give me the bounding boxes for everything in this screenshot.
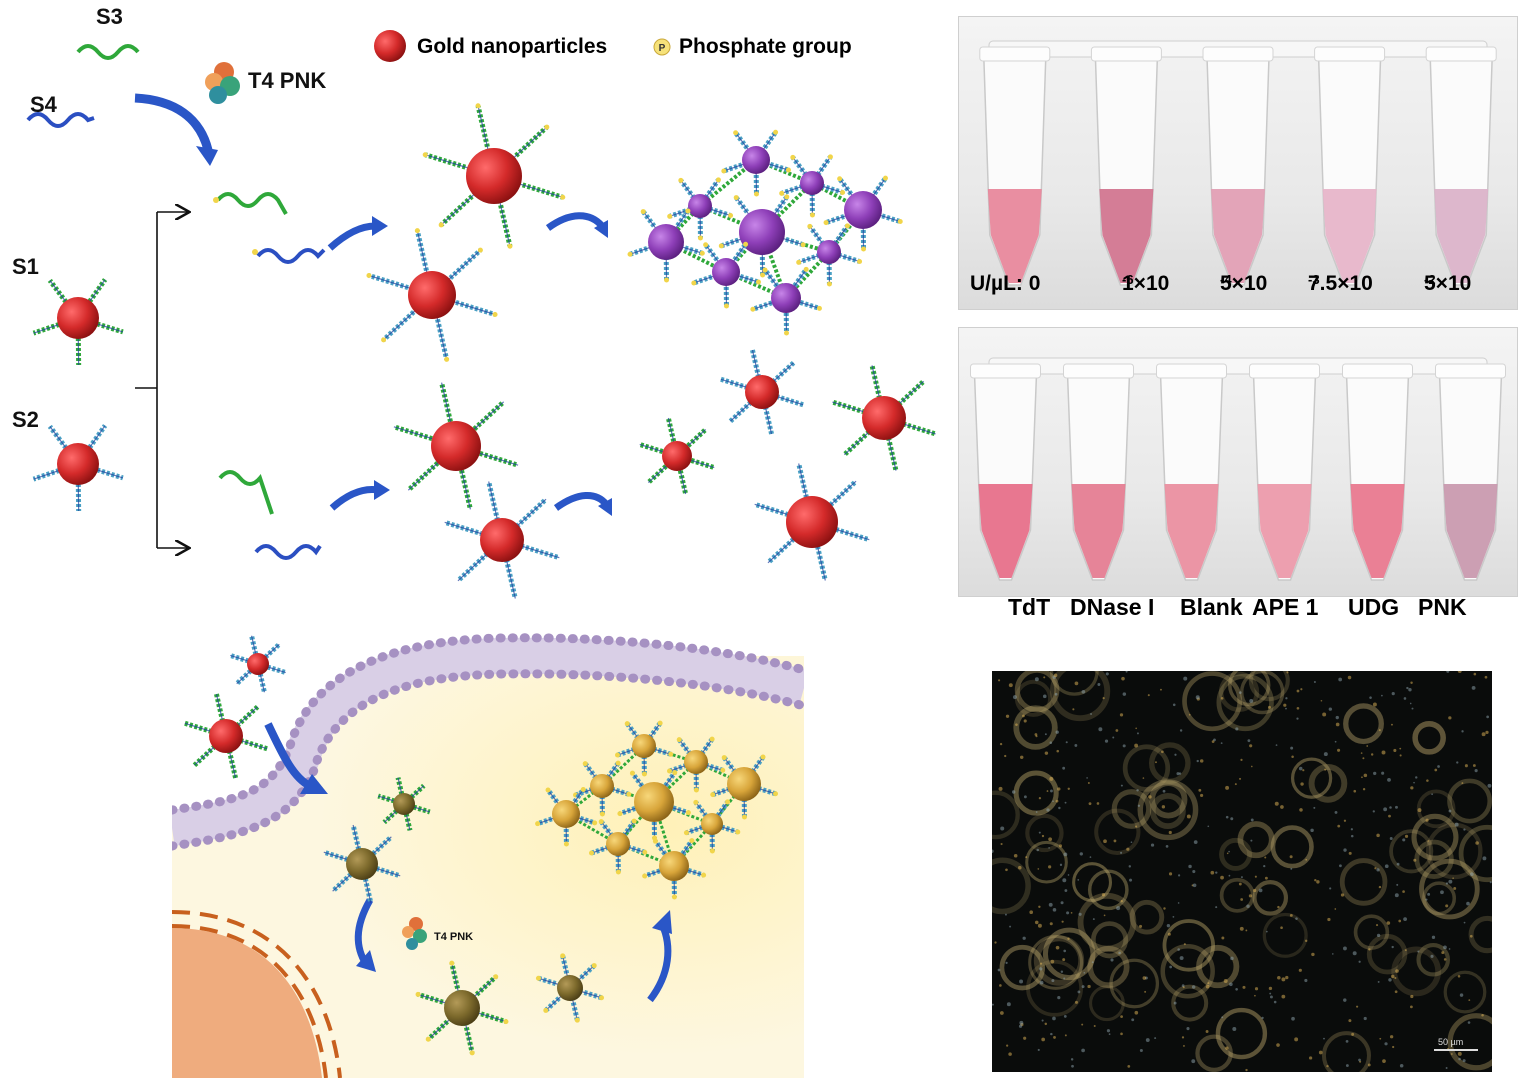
aggregated-np-0 — [721, 129, 791, 197]
s1-nanoparticle — [32, 278, 124, 366]
cell-aggregated-np-4 — [535, 786, 598, 847]
aggregated-np-7 — [691, 241, 761, 309]
t4-pnk-cell-icon — [402, 917, 427, 950]
aggregated-np-5 — [718, 194, 806, 278]
phosphorylated-s1-np — [422, 103, 566, 249]
selectivity-tube-3 — [1249, 363, 1320, 581]
enzyme-reaction-arrow — [134, 93, 213, 152]
cell-aggregated-np-6 — [683, 799, 741, 854]
concentration-labels: U/µL: 0 1×10-6 5×10-4 7.5×10-3 5×10-2 — [958, 270, 1518, 300]
selectivity-tube-4 — [1342, 363, 1413, 581]
unreacted-s1-np — [393, 382, 519, 510]
level-4: 5×10-2 — [1424, 272, 1472, 295]
cell-aggregated-np-7 — [588, 818, 648, 875]
enzyme-label-5: PNK — [1418, 594, 1467, 620]
nucleus — [172, 928, 322, 1078]
dispersed-np-4 — [753, 462, 871, 582]
t4-pnk-label: T4 PNK — [248, 68, 327, 93]
selectivity-tube-0 — [970, 363, 1041, 581]
s4-label: S4 — [30, 92, 57, 117]
legend-phosphate-label: Phosphate group — [679, 35, 852, 58]
legend-phosphate-icon — [653, 38, 671, 56]
unit-label: U/µL: 0 — [970, 272, 1041, 295]
scale-bar — [1434, 1049, 1478, 1051]
intracellular-aggregate — [535, 720, 779, 900]
s2-label: S2 — [12, 407, 39, 432]
enzyme-label-1: DNase I — [1070, 594, 1155, 620]
aggregated-np-4 — [627, 208, 705, 283]
cell-aggregated-np-0 — [614, 720, 674, 777]
aggregated-np-3 — [823, 175, 903, 252]
dispersed-np-2 — [639, 417, 715, 495]
concentration-tube-1 — [1090, 46, 1162, 286]
branch-bracket — [135, 212, 158, 548]
cell-uptake-diagram: T4 PNK — [172, 633, 804, 1078]
concentration-tube-4 — [1425, 46, 1497, 286]
schematic-diagram: P — [26, 30, 937, 600]
cell-membrane — [172, 637, 804, 846]
cell-entering-np-1 — [229, 635, 287, 693]
cell-aggregated-np-8 — [642, 838, 707, 900]
dispersed-np-3 — [831, 364, 937, 472]
t4-pnk-cell-label: T4 PNK — [434, 931, 473, 943]
concentration-tube-2 — [1202, 46, 1274, 286]
dispersed-np-1 — [720, 349, 804, 435]
aggregated-np-6 — [796, 223, 863, 287]
dark-field-micrograph: 50 µm — [992, 671, 1492, 1072]
level-1: 1×10-6 — [1122, 272, 1170, 295]
cell-aggregated-np-3 — [710, 754, 779, 820]
process-arrows — [327, 212, 612, 516]
concentration-tube-photo — [958, 16, 1518, 310]
scale-bar-label: 50 µm — [1438, 1037, 1464, 1047]
concentration-tube-3 — [1314, 46, 1386, 286]
legend-gold-label: Gold nanoparticles — [417, 35, 608, 58]
cell-aggregated-np-5 — [617, 770, 691, 841]
cell-aggregated-np-2 — [666, 736, 726, 793]
enzyme-labels: TdT DNase I Blank APE 1 UDG PNK — [958, 594, 1518, 624]
enzyme-label-3: APE 1 — [1252, 594, 1319, 620]
aggregated-network — [627, 129, 903, 336]
s4-strand — [26, 112, 95, 128]
cell-entering-np-2 — [184, 693, 268, 779]
phosphorylated-s2-np — [366, 228, 498, 362]
s2-nanoparticle — [32, 424, 124, 512]
phosphorylated-cell-np-1 — [415, 960, 509, 1056]
level-3: 7.5×10-3 — [1308, 272, 1373, 295]
aggregated-np-8 — [750, 266, 822, 336]
enzyme-label-2: Blank — [1180, 594, 1243, 620]
s3-label: S3 — [96, 4, 123, 29]
enzyme-label-0: TdT — [1008, 594, 1051, 620]
level-2: 5×10-4 — [1220, 272, 1268, 295]
t4-pnk-enzyme-icon — [205, 62, 240, 104]
selectivity-tube-1 — [1063, 363, 1134, 581]
phosphorylated-cell-np-2 — [535, 953, 605, 1023]
selectivity-tube-photo — [958, 327, 1518, 597]
cell-spots — [992, 671, 1492, 1072]
internalized-np-2 — [323, 824, 401, 904]
internalized-np-1 — [377, 777, 431, 831]
s3-strand — [76, 44, 140, 60]
unreacted-s2-np — [443, 480, 561, 600]
selectivity-tube-2 — [1156, 363, 1227, 581]
s1-label: S1 — [12, 254, 39, 279]
phosphate-symbol: P — [659, 43, 666, 54]
aggregated-np-2 — [779, 154, 846, 218]
concentration-tube-0 — [979, 46, 1051, 286]
enzyme-label-4: UDG — [1348, 594, 1400, 620]
selectivity-tube-5 — [1435, 363, 1506, 581]
legend-gold-np-icon — [374, 30, 406, 62]
